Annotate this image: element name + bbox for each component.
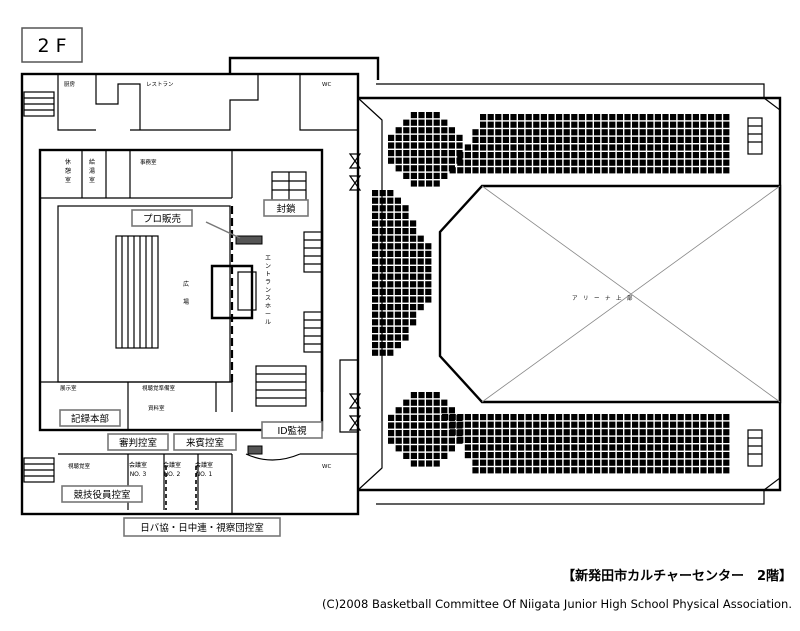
svg-text:ン: ン: [265, 263, 271, 270]
svg-text:ー: ー: [265, 311, 271, 318]
callout-officials-room: 競技役員控室: [61, 485, 143, 503]
callout-id-check: ID監視: [261, 421, 323, 439]
room-av-prep: 視聴覚準備室: [142, 384, 176, 392]
svg-text:室: 室: [89, 176, 95, 184]
arena-seating: [372, 112, 730, 474]
svg-text:場: 場: [183, 298, 189, 306]
svg-text:NO. 3: NO. 3: [130, 471, 147, 478]
callout-referee-room: 審判控室: [107, 433, 169, 451]
callout-record-hq: 記録本部: [59, 409, 121, 427]
svg-text:ラ: ラ: [265, 279, 271, 286]
room-archive: 資料室: [148, 404, 165, 412]
room-wc-top: WC: [322, 82, 331, 88]
building-outline: [20, 56, 380, 516]
room-exhibit: 展示室: [60, 384, 77, 392]
room-meeting1: 会議室 NO. 1: [195, 461, 213, 478]
svg-text:競技役員控室: 競技役員控室: [73, 489, 130, 501]
arena-upper-label: ア リ ー ナ 上 部: [572, 294, 633, 302]
map-title: 【新発田市カルチャーセンター 2階】: [562, 568, 792, 584]
room-kitchen: 厨房: [64, 80, 76, 88]
callout-guest-room: 来賓控室: [173, 433, 237, 451]
room-kyuto: 給湯室: [89, 158, 95, 184]
callout-federation-room: 日バ協・日中連・視察団控室: [123, 517, 281, 537]
svg-text:ID監視: ID監視: [277, 425, 307, 437]
svg-text:審判控室: 審判控室: [119, 437, 157, 449]
callout-pro-sales: プロ販売: [131, 209, 241, 239]
svg-text:ル: ル: [265, 319, 271, 326]
floor-label-box: [21, 27, 83, 63]
room-meeting3: 会議室 NO. 3: [129, 461, 147, 478]
svg-text:湯: 湯: [89, 167, 95, 175]
svg-text:憩: 憩: [65, 167, 71, 175]
svg-text:プロ販売: プロ販売: [143, 213, 181, 225]
svg-text:封鎖: 封鎖: [276, 203, 296, 215]
svg-text:ン: ン: [265, 287, 271, 294]
svg-text:エ: エ: [265, 255, 271, 262]
copyright-credit: (C)2008 Basketball Committee Of Niigata …: [322, 597, 792, 611]
svg-text:NO. 2: NO. 2: [164, 471, 181, 478]
svg-text:室: 室: [65, 176, 71, 184]
svg-text:会議室: 会議室: [195, 461, 213, 469]
svg-text:会議室: 会議室: [129, 461, 147, 469]
room-av: 視聴覚室: [68, 462, 91, 470]
arena: [357, 83, 782, 505]
svg-text:日バ協・日中連・視察団控室: 日バ協・日中連・視察団控室: [140, 522, 264, 534]
svg-text:広: 広: [183, 280, 189, 288]
callout-sealed: 封鎖: [263, 199, 309, 217]
room-wc-bottom: WC: [322, 464, 331, 470]
svg-text:来賓控室: 来賓控室: [186, 437, 224, 449]
svg-text:ス: ス: [265, 295, 271, 302]
svg-text:休: 休: [65, 158, 71, 166]
svg-text:NO. 1: NO. 1: [196, 471, 213, 478]
svg-text:会議室: 会議室: [163, 461, 181, 469]
room-office: 事務室: [140, 158, 157, 166]
room-restaurant: レストラン: [146, 81, 174, 88]
svg-text:ホ: ホ: [265, 303, 271, 310]
room-meeting2: 会議室 NO. 2: [163, 461, 181, 478]
svg-text:給: 給: [89, 158, 95, 166]
floor-label: 2 F: [37, 35, 66, 57]
svg-text:記録本部: 記録本部: [71, 413, 109, 425]
svg-text:ト: ト: [265, 271, 271, 278]
room-rest: 休憩室: [65, 158, 71, 184]
bleacher-stairs: [115, 235, 159, 349]
room-plaza: 広場: [183, 280, 189, 306]
